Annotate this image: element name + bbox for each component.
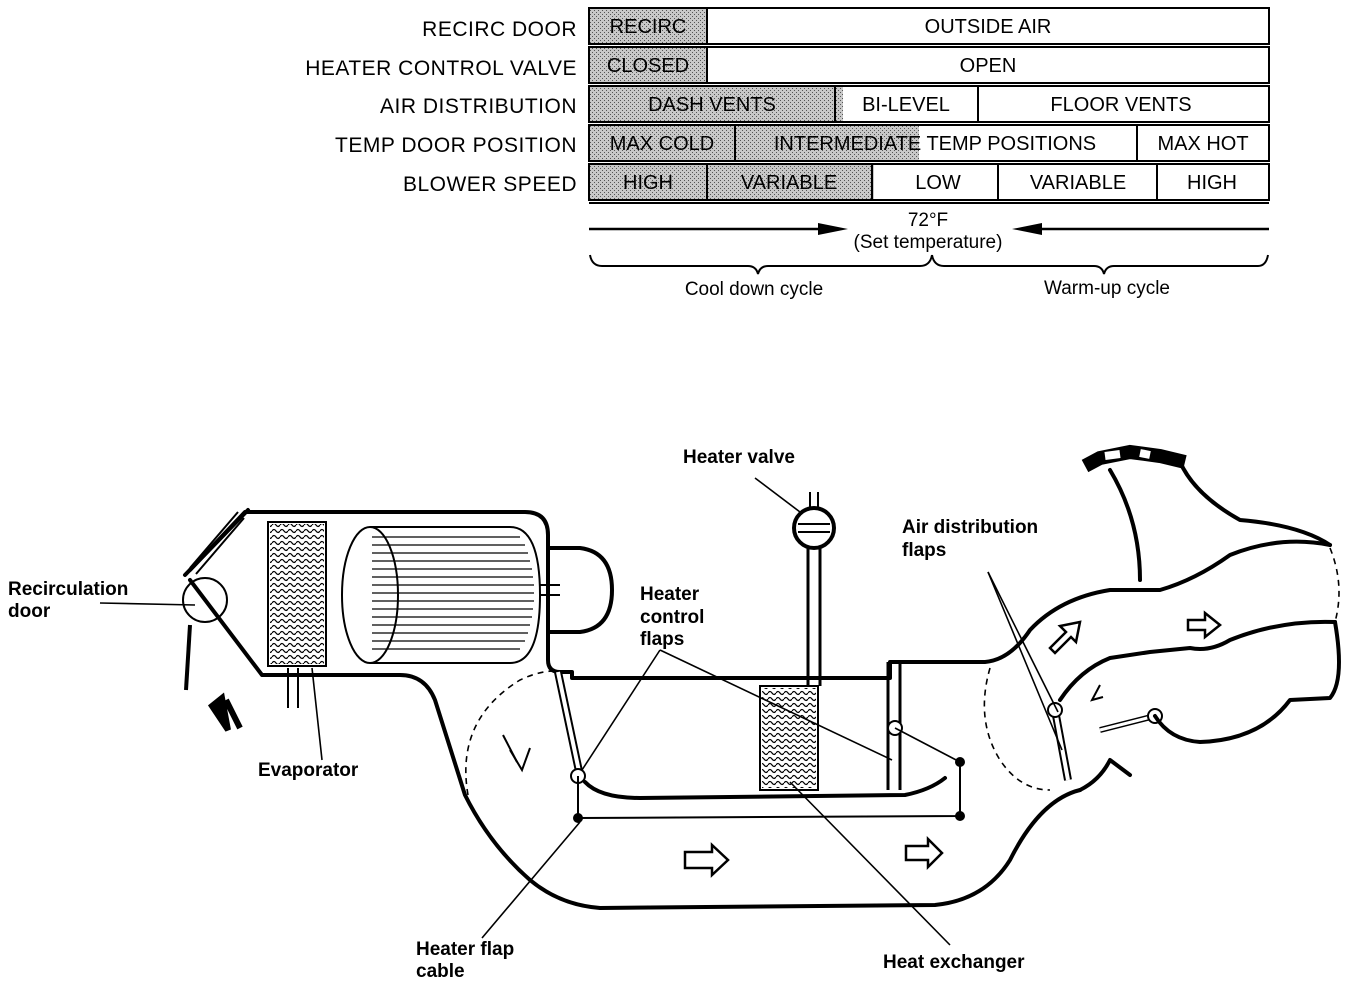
cell-max-hot: MAX HOT (1157, 133, 1248, 155)
leader-heater-control-flaps-1 (581, 649, 661, 771)
cell-dash-vents: DASH VENTS (648, 94, 776, 116)
warm-up-label: Warm-up cycle (1044, 278, 1170, 299)
callout-air-distribution-flaps-1: Air distribution (902, 517, 1038, 538)
shade-recirc (589, 8, 707, 44)
evaporator-coils (270, 524, 324, 664)
cool-down-label: Cool down cycle (685, 279, 823, 300)
upper-outlet-duct (1058, 619, 1337, 702)
callout-heat-exchanger: Heat exchanger (883, 952, 1025, 973)
cell-blower-low: LOW (915, 172, 961, 194)
cell-intermediate-temp: INTERMEDIATE TEMP POSITIONS (774, 133, 1096, 155)
callout-heater-flap-cable-2: cable (416, 961, 465, 982)
shade-dash-vents (589, 86, 843, 122)
hvac-drawing: Recirculation door Evaporator Heater val… (8, 444, 1341, 982)
flow-arrow-right-2 (904, 835, 944, 871)
heat-exchanger-coils (762, 688, 816, 788)
recirc-frame (183, 508, 250, 577)
warm-up-arrowhead (1012, 223, 1042, 235)
recirculation-door (182, 577, 228, 623)
callout-recirculation-door-1: Recirculation (8, 579, 128, 600)
flow-arrow-up (1048, 620, 1082, 655)
recirculation-door-blade (184, 624, 192, 691)
cell-recirc: RECIRC (610, 16, 687, 38)
callout-heater-control-flaps-2: control (640, 607, 704, 628)
lower-outlet-lip (1078, 758, 1132, 792)
leader-recirculation-door (99, 602, 196, 606)
evaporator (267, 521, 327, 667)
blower-wheel (370, 526, 542, 664)
cell-blower-high-1: HIGH (623, 172, 673, 194)
cool-down-brace (589, 254, 933, 275)
leader-air-distribution-1 (987, 571, 1059, 713)
cell-closed: CLOSED (607, 55, 689, 77)
flow-arrow-down-1 (509, 747, 531, 773)
duct-top-outline (188, 510, 1332, 680)
leader-heat-exchanger (789, 781, 951, 946)
heater-flap-cable (577, 762, 961, 820)
callout-recirculation-door-2: door (8, 601, 51, 622)
heat-exchanger-housing (583, 776, 947, 800)
row-label-temp-door-position: TEMP DOOR POSITION (335, 134, 577, 157)
set-temp-note: (Set temperature) (854, 232, 1003, 253)
callout-heater-flap-cable-1: Heater flap (416, 939, 514, 960)
flap-swing-right (983, 667, 1051, 791)
recirc-frame-inner (189, 511, 245, 575)
cell-blower-variable-1: VARIABLE (741, 172, 837, 194)
blower-fins (372, 536, 534, 650)
set-temp-value: 72°F (908, 210, 948, 231)
cell-blower-variable-2: VARIABLE (1030, 172, 1126, 194)
intake-arrow (207, 692, 243, 732)
callout-evaporator: Evaporator (258, 760, 359, 781)
flap-swing-left (465, 670, 566, 796)
cell-floor-vents: FLOOR VENTS (1050, 94, 1191, 116)
warm-up-brace (931, 254, 1269, 275)
leader-heater-valve (754, 477, 801, 513)
callout-heater-control-flaps-1: Heater (640, 584, 700, 605)
flow-arrow-outlet (1186, 610, 1223, 640)
cell-open: OPEN (960, 55, 1017, 77)
blower-motor (546, 546, 614, 634)
cool-down-arrowhead (818, 223, 848, 235)
row-label-recirc-door: RECIRC DOOR (422, 18, 577, 41)
floor-outlet-duct (1153, 620, 1341, 744)
control-table: RECIRC DOOR HEATER CONTROL VALVE AIR DIS… (305, 7, 1270, 300)
shade-max-cold (589, 125, 919, 161)
outlet-seam (1329, 547, 1340, 623)
leader-heater-control-flaps-2 (659, 649, 893, 761)
flow-arrow-right-1 (683, 842, 730, 878)
cell-outside-air: OUTSIDE AIR (925, 16, 1052, 38)
heater-valve (792, 506, 836, 550)
callout-air-distribution-flaps-2: flaps (902, 540, 946, 561)
blower-wheel-end (341, 526, 399, 664)
callout-heater-valve: Heater valve (683, 447, 795, 468)
dash-vent-duct (1108, 460, 1332, 582)
row-label-blower-speed: BLOWER SPEED (403, 173, 577, 196)
duct-bottom-outline (188, 578, 1082, 910)
heat-exchanger (759, 685, 819, 791)
callout-heater-control-flaps-3: flaps (640, 629, 684, 650)
row-label-heater-control-valve: HEATER CONTROL VALVE (305, 57, 577, 80)
leader-evaporator (311, 667, 323, 761)
row-label-air-distribution: AIR DISTRIBUTION (380, 95, 577, 118)
shade-closed (589, 47, 707, 83)
dash-vent-outlet (1081, 444, 1187, 473)
shade-blower-cool (589, 164, 874, 200)
leader-air-distribution-2 (987, 571, 1063, 751)
leader-heater-flap-cable (481, 821, 581, 939)
cell-blower-high-2: HIGH (1187, 172, 1237, 194)
cell-bi-level: BI-LEVEL (862, 94, 950, 116)
cell-max-cold: MAX COLD (610, 133, 714, 155)
